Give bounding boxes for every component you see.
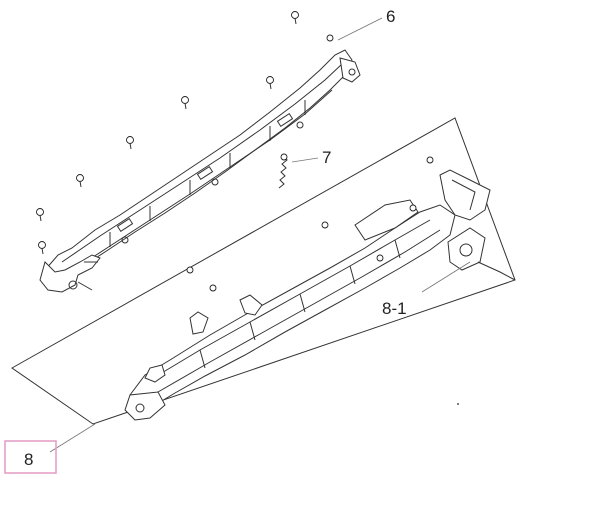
callout-7-leader [291, 157, 319, 163]
callout-6-label: 6 [386, 7, 395, 26]
callout-8-leader [49, 423, 96, 453]
callout-6-leader [337, 17, 383, 41]
stray-mark [457, 403, 459, 405]
callout-8-1-label: 8-1 [382, 299, 407, 318]
part-6-bracket [39, 49, 361, 293]
callout-8-1-leader [421, 261, 471, 293]
callout-7-label: 7 [322, 148, 331, 167]
callout-8-label: 8 [24, 450, 33, 469]
callout-8-highlight-box [4, 440, 57, 474]
part-8-rail-unit [124, 156, 516, 421]
part-8-assembly-frame [11, 117, 516, 425]
part-6-screws [36, 11, 334, 255]
part-7-spring [278, 153, 288, 189]
